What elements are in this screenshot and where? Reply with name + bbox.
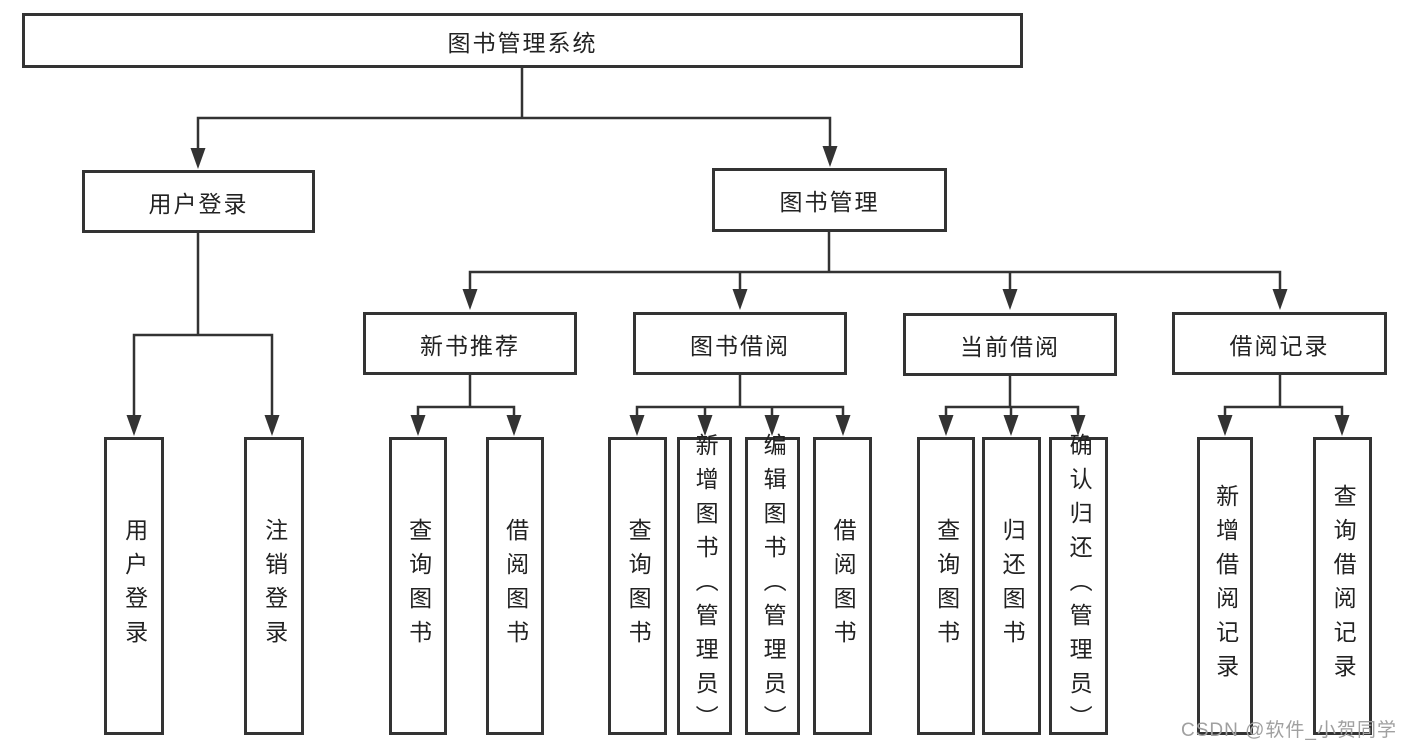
leaf-confirm-return-admin: 确认归还（管理员） [1049,433,1108,739]
leaf-borrow-book: 借阅图书 [813,437,872,735]
leaf-query-book-recommend: 查询图书 [389,437,447,735]
connector-root-to-level2 [196,66,832,150]
leaf-query-borrow-record-label: 查询借阅记录 [1330,484,1357,688]
connector-borrow-records-children [1223,375,1344,416]
connector-book-borrow-children [635,375,845,416]
leaf-query-book-recommend-label: 查询图书 [405,518,432,654]
connector-new-book-children [416,375,516,416]
leaf-add-borrow-record: 新增借阅记录 [1197,437,1253,735]
node-user-login: 用户登录 [82,170,315,233]
csdn-watermark: CSDN @软件_小贺同学 [1181,720,1397,741]
leaf-user-login: 用户登录 [104,437,164,735]
leaf-borrow-book-recommend-label: 借阅图书 [502,518,529,654]
leaf-logout: 注销登录 [244,437,304,735]
leaf-logout-label: 注销登录 [261,518,288,654]
leaf-query-book-current: 查询图书 [917,437,975,735]
leaf-add-book-admin: 新增图书（管理员） [677,433,732,739]
node-new-book-recommend: 新书推荐 [363,312,577,375]
node-borrow-records: 借阅记录 [1172,312,1387,375]
leaf-query-book-borrow-label: 查询图书 [625,518,652,654]
leaf-borrow-book-recommend: 借阅图书 [486,437,544,735]
connector-current-borrow-children [944,376,1080,416]
leaf-borrow-book-label: 借阅图书 [830,518,857,654]
node-book-borrow: 图书借阅 [633,312,847,375]
leaf-add-borrow-record-label: 新增借阅记录 [1212,484,1239,688]
leaf-query-book-current-label: 查询图书 [933,518,960,654]
node-current-borrow: 当前借阅 [903,313,1117,376]
leaf-query-borrow-record: 查询借阅记录 [1313,437,1372,735]
connector-user-login-children [132,233,274,416]
node-library-system: 图书管理系统 [22,13,1023,68]
leaf-add-book-admin-label: 新增图书（管理员） [692,433,719,739]
connector-book-mgmt-children [468,232,1282,290]
leaf-edit-book-admin-label: 编辑图书（管理员） [760,433,787,739]
leaf-confirm-return-admin-label: 确认归还（管理员） [1066,433,1093,739]
leaf-return-book: 归还图书 [982,437,1041,735]
leaf-query-book-borrow: 查询图书 [608,437,667,735]
leaf-user-login-label: 用户登录 [121,518,148,654]
leaf-edit-book-admin: 编辑图书（管理员） [745,433,800,739]
leaf-return-book-label: 归还图书 [999,518,1026,654]
node-book-management: 图书管理 [712,168,947,232]
